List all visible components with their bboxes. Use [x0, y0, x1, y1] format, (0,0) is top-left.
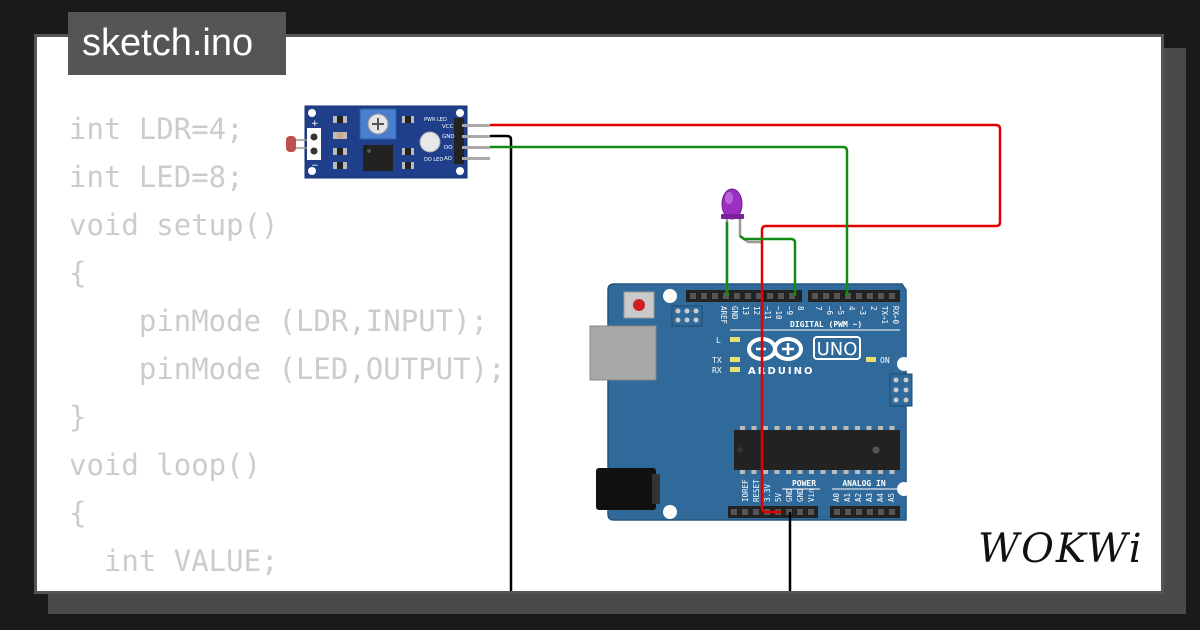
top-pin-label: 13 — [741, 306, 750, 315]
power-pin-label: GND — [785, 488, 794, 502]
wire-do — [490, 145, 849, 296]
preview-card: int LDR=4; int LED=8; void setup() { pinMod… — [34, 34, 1164, 594]
led-rx — [730, 367, 740, 372]
code-line: { — [69, 496, 87, 530]
usb-connector — [589, 325, 657, 381]
code-line: int VALUE; — [69, 544, 279, 578]
top-pin-label: AREF — [719, 306, 728, 325]
wire-led-signal — [739, 235, 797, 296]
analog-in-label: ANALOG IN — [842, 479, 886, 488]
led-rx-label: RX — [712, 366, 722, 375]
pin-gnd-label: GND — [442, 134, 455, 140]
top-pin-label: ~9 — [785, 306, 794, 315]
top-pin-label: 7 — [814, 306, 823, 311]
pin-do-label: DO — [444, 145, 453, 151]
code-line: void loop() — [69, 448, 262, 482]
code-line: int LED=8; — [69, 160, 244, 194]
mounting-hole — [663, 505, 677, 519]
power-pin-label: RESET — [752, 479, 761, 502]
top-pin-label: 8 — [796, 306, 805, 311]
uno-label: UNO — [817, 339, 858, 360]
mounting-hole — [897, 482, 911, 496]
analog-pin-label: A0 — [832, 492, 841, 502]
power-pin-label: Vin — [807, 488, 816, 502]
analog-pin-label: A5 — [887, 493, 896, 502]
polarity-minus: − — [311, 161, 319, 171]
wokwi-logo: WOKWi — [978, 526, 1144, 572]
power-pin-label: 5V — [774, 492, 783, 502]
code-line: } — [69, 400, 87, 434]
digital-label: DIGITAL (PWM ~) — [790, 320, 862, 329]
code-line: { — [69, 256, 87, 290]
top-pin-label: ~5 — [836, 306, 845, 315]
status-led-icon — [419, 131, 441, 153]
code-line: int LDR=4; — [69, 112, 244, 146]
code-line: void setup() — [69, 208, 279, 242]
top-pin-label: TX→1 — [880, 306, 889, 324]
top-pin-label: GND — [730, 306, 739, 320]
top-pin-label: ~6 — [825, 306, 834, 316]
top-pin-label: 4 — [847, 306, 856, 311]
do-led-label: DO LED — [424, 157, 443, 163]
led-l — [730, 337, 740, 342]
pin-ao-label: AO — [444, 156, 453, 162]
led-l-label: L — [716, 336, 721, 345]
code-line: pinMode (LDR,INPUT); — [69, 304, 489, 338]
power-jack — [596, 468, 656, 510]
pin-vcc-label: VCC — [442, 124, 454, 130]
arduino-brand-label: ARDUINO — [748, 366, 814, 377]
wire-vcc — [490, 123, 1002, 514]
top-pin-label: 12 — [752, 306, 761, 315]
photoresistor-icon — [286, 136, 296, 152]
pwr-led-label: PWR LED — [424, 117, 447, 123]
power-pin-label: 3.3V — [763, 483, 772, 502]
ldr-sensor-module[interactable]: + − PWR LED DO LED VCC — [286, 105, 490, 179]
digital-header-right — [808, 290, 900, 302]
sketch-title: sketch.ino — [68, 12, 286, 75]
analog-pin-label: A3 — [865, 493, 874, 502]
power-label: POWER — [792, 479, 816, 488]
analog-pin-label: A4 — [876, 492, 885, 502]
led-tx-label: TX — [712, 356, 722, 365]
wire-gnd — [490, 134, 513, 591]
led-on — [866, 357, 876, 362]
code-line: pinMode (LED,OUTPUT); — [69, 352, 506, 386]
power-pin-label: IOREF — [741, 479, 750, 502]
power-pin-label: GND — [796, 488, 805, 502]
top-pin-label: ~3 — [858, 306, 867, 315]
top-pin-label: RX←0 — [891, 306, 900, 325]
led-on-label: ON — [880, 356, 890, 365]
analog-pin-label: A2 — [854, 493, 863, 502]
polarity-plus: + — [311, 119, 319, 129]
top-pin-label: 2 — [869, 306, 878, 311]
comparator-chip — [363, 145, 393, 171]
top-pin-label: ~11 — [763, 306, 772, 320]
mounting-hole — [663, 289, 677, 303]
top-pin-label: ~10 — [774, 306, 783, 320]
led-tx — [730, 357, 740, 362]
mounting-hole — [897, 357, 911, 371]
code-listing: int LDR=4; int LED=8; void setup() { pinMod… — [69, 105, 506, 591]
analog-pin-label: A1 — [843, 493, 852, 502]
